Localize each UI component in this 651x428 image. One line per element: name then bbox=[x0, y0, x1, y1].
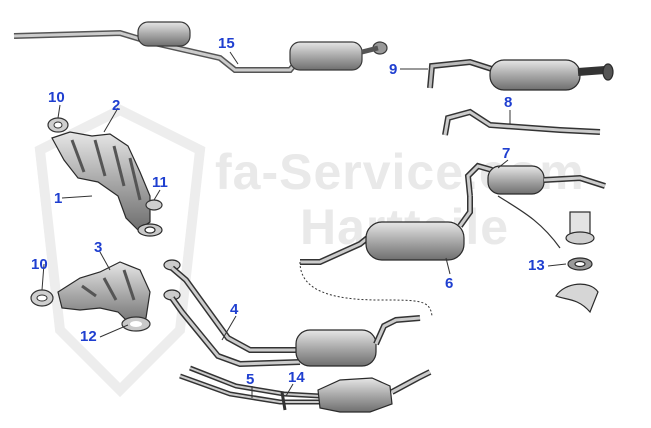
part-14-clamp bbox=[280, 391, 287, 411]
callout-3: 3 bbox=[94, 239, 103, 256]
watermark-shield bbox=[34, 104, 206, 398]
callout-14: 14 bbox=[288, 369, 305, 386]
part-15-front-muffler-pipe bbox=[13, 21, 388, 73]
callout-9: 9 bbox=[389, 61, 398, 78]
callout-12: 12 bbox=[80, 328, 97, 345]
callout-8: 8 bbox=[504, 94, 513, 111]
part-10-gasket-bottom bbox=[30, 289, 54, 307]
leader-lines bbox=[41, 51, 567, 398]
part-6-middle-muffler bbox=[299, 196, 473, 317]
callout-2: 2 bbox=[112, 97, 121, 114]
part-12-flange bbox=[121, 316, 151, 332]
callout-13: 13 bbox=[528, 257, 545, 274]
callout-11: 11 bbox=[152, 174, 168, 191]
part-2-exhaust-manifold bbox=[51, 131, 163, 237]
part-5-catalytic-converter-pipe bbox=[179, 365, 432, 413]
part-9-rear-muffler bbox=[427, 58, 614, 91]
part-11-gasket bbox=[145, 199, 163, 211]
callout-1: 1 bbox=[54, 190, 63, 207]
callout-10-top: 10 bbox=[48, 89, 65, 106]
part-7-rear-muffler bbox=[464, 162, 606, 249]
callout-10-bottom: 10 bbox=[31, 256, 48, 273]
callout-15: 15 bbox=[218, 35, 235, 52]
part-13-mounting-rings bbox=[555, 211, 599, 314]
callout-6: 6 bbox=[445, 275, 454, 292]
callout-7: 7 bbox=[502, 145, 511, 162]
part-3-manifold bbox=[57, 261, 151, 327]
part-4-front-pipe-muffler bbox=[163, 259, 421, 368]
part-10-gasket-top bbox=[47, 117, 69, 133]
callout-5: 5 bbox=[246, 371, 255, 388]
part-8-tail-pipe bbox=[442, 108, 601, 136]
callout-4: 4 bbox=[230, 301, 239, 318]
